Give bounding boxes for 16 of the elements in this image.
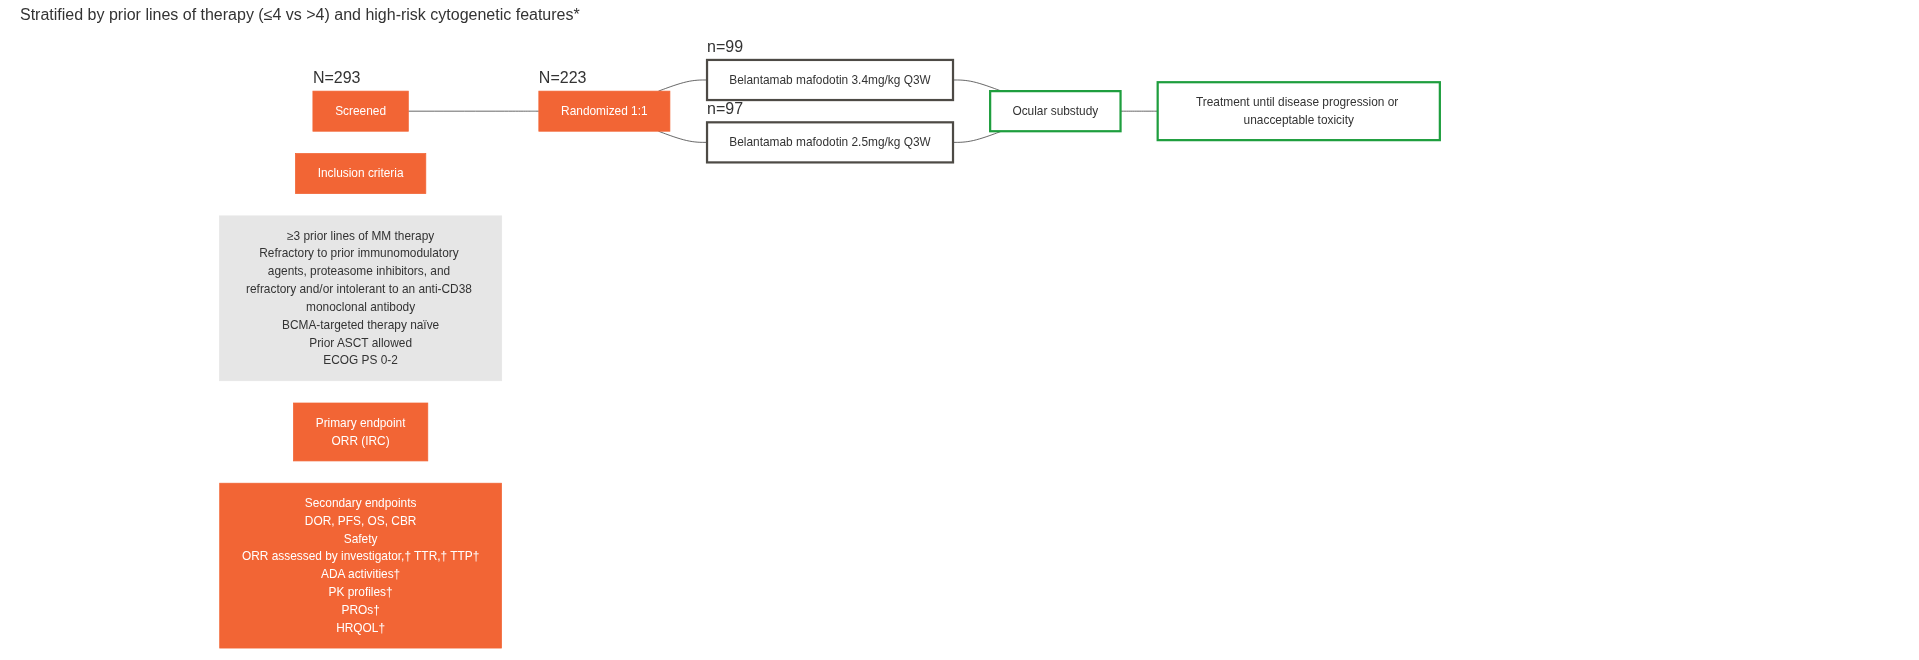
node-box bbox=[293, 402, 429, 462]
node-box bbox=[705, 58, 955, 102]
node-box bbox=[219, 215, 503, 382]
count-label: n=99 bbox=[707, 37, 744, 56]
connector bbox=[658, 79, 708, 92]
node-box bbox=[989, 90, 1122, 133]
node-box bbox=[295, 153, 427, 194]
count-label: N=293 bbox=[312, 69, 361, 88]
count-label: N=223 bbox=[538, 69, 587, 88]
node-box bbox=[312, 90, 409, 132]
node-box bbox=[538, 90, 671, 132]
node-box bbox=[219, 482, 502, 649]
node-box bbox=[705, 121, 955, 164]
node-box bbox=[1156, 81, 1441, 142]
count-label: n=97 bbox=[707, 100, 744, 119]
note-text: Stratified by prior lines of therapy (≤4 vs >4) and high-risk cytogenetic features* bbox=[20, 6, 580, 23]
